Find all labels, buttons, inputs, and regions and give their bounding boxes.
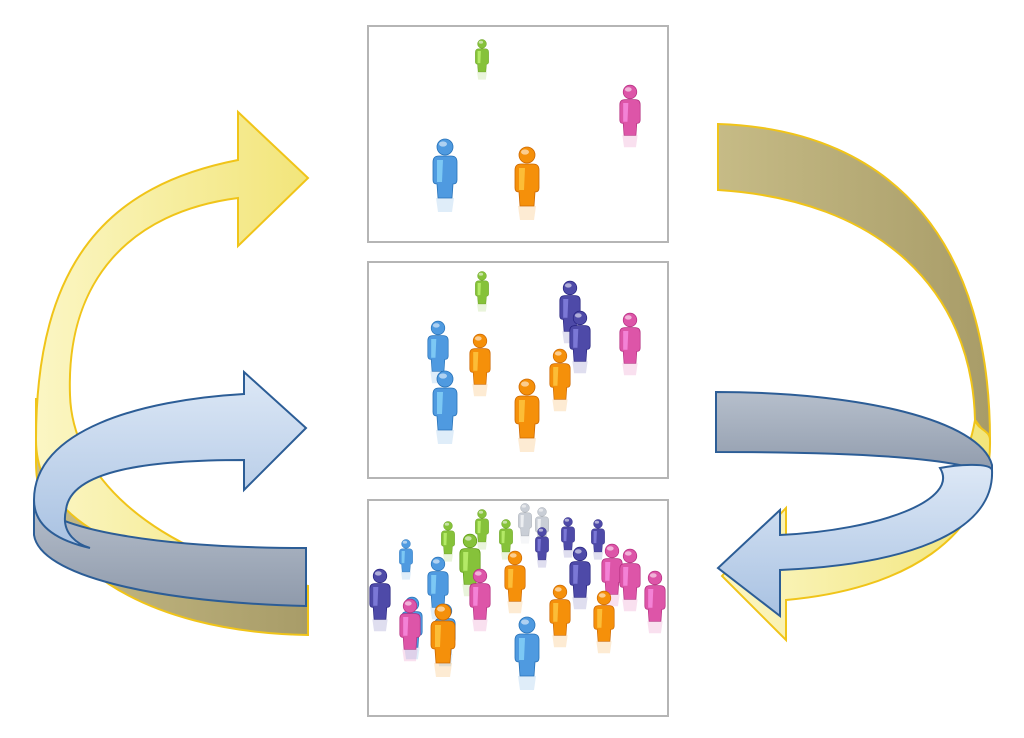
person-icon xyxy=(619,312,641,376)
person-icon xyxy=(369,568,391,632)
person-icon xyxy=(432,138,458,212)
yellow-arrow-left-body xyxy=(34,109,310,587)
person-icon xyxy=(514,146,540,220)
panel-sparse-frame xyxy=(367,25,669,243)
person-icon xyxy=(591,519,605,560)
blue-arrow-left-back xyxy=(33,499,307,608)
person-icon xyxy=(475,509,489,550)
blue-arrow-right-body xyxy=(716,463,994,619)
panel-growing-frame xyxy=(367,261,669,479)
panel-crowd xyxy=(367,499,669,717)
person-icon xyxy=(499,519,513,560)
person-icon xyxy=(469,568,491,632)
person-icon xyxy=(619,548,641,612)
panel-growing xyxy=(367,261,669,479)
person-icon xyxy=(399,598,421,662)
person-icon xyxy=(549,348,571,412)
panel-sparse-people xyxy=(432,39,641,220)
person-icon xyxy=(569,546,591,610)
person-icon xyxy=(475,271,489,312)
panel-sparse xyxy=(367,25,669,243)
blue-arrow-left-body xyxy=(32,369,308,549)
blue-cycle-arrow-right xyxy=(715,390,994,619)
person-icon xyxy=(504,550,526,614)
person-icon xyxy=(644,570,666,634)
person-icon xyxy=(475,39,489,80)
person-icon xyxy=(441,521,455,562)
person-icon xyxy=(399,539,413,580)
person-icon xyxy=(549,584,571,648)
person-icon xyxy=(569,310,591,374)
blue-arrow-right-back xyxy=(715,390,993,477)
person-icon xyxy=(469,333,491,397)
panel-crowd-people xyxy=(369,503,666,690)
person-icon xyxy=(561,517,575,558)
person-icon xyxy=(514,616,540,690)
person-icon xyxy=(432,370,458,444)
person-icon xyxy=(518,503,532,544)
panel-growing-people xyxy=(427,271,641,452)
person-icon xyxy=(619,84,641,148)
person-icon xyxy=(514,378,540,452)
person-icon xyxy=(535,527,549,568)
panel-crowd-frame xyxy=(367,499,669,717)
person-icon xyxy=(430,603,456,677)
person-icon xyxy=(593,590,615,654)
blue-cycle-arrow-left xyxy=(32,369,308,608)
